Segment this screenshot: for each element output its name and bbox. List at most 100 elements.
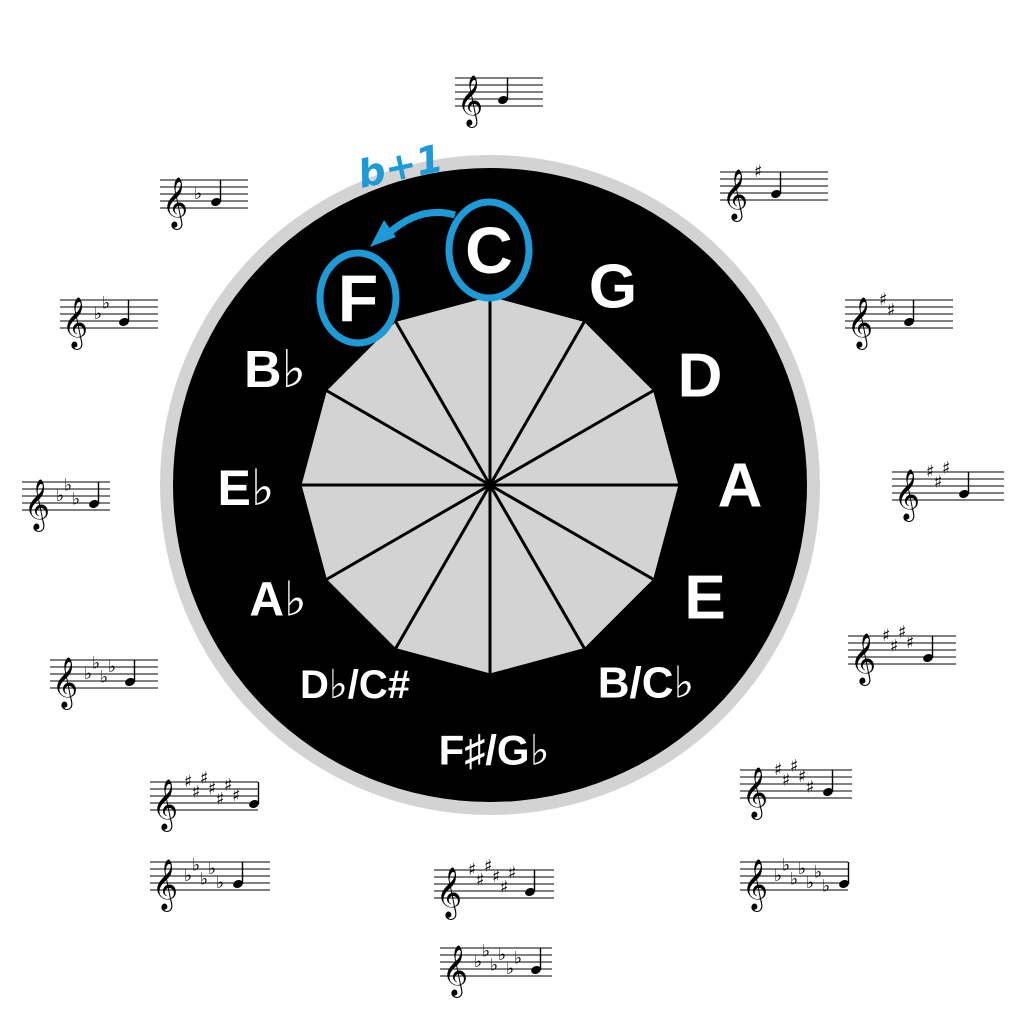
sharp-icon: ♯ — [887, 301, 895, 321]
flat-icon: ♭ — [192, 856, 200, 876]
c-highlight-circle — [445, 198, 533, 302]
f-highlight-circle — [316, 249, 400, 347]
note-head-icon — [771, 190, 781, 198]
sharp-icon: ♯ — [192, 783, 200, 803]
treble-clef-icon: 𝄞 — [152, 859, 178, 912]
key-signature-staves: 𝄞𝄞♯𝄞♯♯𝄞♯♯♯𝄞♯♯♯♯𝄞♯♯♯♯♯𝄞♯♯♯♯♯♯𝄞♭♭♭♭♭𝄞♭♭♭♭𝄞… — [22, 75, 1004, 998]
sharp-icon: ♯ — [882, 626, 890, 646]
staff-b: 𝄞♯♯♯♯♯ — [740, 757, 852, 820]
sharp-icon: ♯ — [774, 760, 782, 780]
note-head-icon — [959, 490, 969, 498]
sharp-icon: ♯ — [898, 623, 906, 643]
sharp-icon: ♯ — [879, 290, 887, 310]
treble-clef-icon: 𝄞 — [894, 469, 920, 522]
key-label-fs: F♯/G♭ — [439, 727, 550, 774]
key-label-d: D — [678, 342, 723, 411]
flat-icon: ♭ — [64, 476, 72, 496]
sharp-icon: ♯ — [200, 769, 208, 789]
treble-clef-icon: 𝄞 — [62, 297, 88, 350]
sharp-icon: ♯ — [492, 867, 500, 887]
note-head-icon — [89, 500, 99, 508]
flat-icon: ♭ — [490, 956, 498, 976]
spoke-g — [488, 319, 587, 486]
treble-clef-icon: 𝄞 — [152, 779, 178, 832]
staff-a: 𝄞♯♯♯ — [892, 459, 1004, 522]
treble-clef-icon: 𝄞 — [742, 767, 768, 820]
annotation-group: b+1 — [316, 136, 533, 347]
spoke-b — [488, 484, 587, 651]
sharp-icon: ♯ — [184, 772, 192, 792]
spoke-e — [489, 483, 656, 582]
sharp-icon: ♯ — [890, 637, 898, 657]
sharp-icon: ♯ — [934, 473, 942, 493]
flat-icon: ♭ — [216, 873, 224, 893]
staff-b-alt: 𝄞♭♭♭♭♭♭♭ — [740, 856, 850, 912]
staff-ab: 𝄞♭♭♭♭ — [50, 654, 158, 710]
staff-bb: 𝄞♭♭ — [60, 294, 158, 350]
treble-clef-icon: 𝄞 — [457, 75, 483, 128]
sharp-icon: ♯ — [906, 633, 914, 653]
sharp-icon: ♯ — [942, 459, 950, 479]
note-head-icon — [125, 678, 135, 686]
note-head-icon — [839, 880, 849, 888]
key-label-b: B/C♭ — [598, 659, 695, 708]
flat-icon: ♭ — [482, 942, 490, 962]
note-head-icon — [904, 318, 914, 326]
flat-icon: ♭ — [822, 877, 830, 897]
note-head-icon — [211, 198, 221, 206]
dodecagon — [298, 293, 682, 677]
sharp-icon: ♯ — [508, 864, 516, 884]
flat-icon: ♭ — [100, 668, 108, 688]
treble-clef-icon: 𝄞 — [742, 859, 768, 912]
staff-fs: 𝄞♯♯♯♯♯♯ — [434, 857, 554, 920]
treble-clef-icon: 𝄞 — [162, 177, 188, 230]
treble-clef-icon: 𝄞 — [722, 169, 748, 222]
note-head-icon — [923, 654, 933, 662]
flat-icon: ♭ — [56, 486, 64, 506]
staff-g: 𝄞♯ — [720, 162, 828, 222]
sharp-icon: ♯ — [476, 871, 484, 891]
sharp-icon: ♯ — [216, 790, 224, 810]
spoke-db — [393, 484, 492, 651]
treble-clef-icon: 𝄞 — [850, 633, 876, 686]
note-head-icon — [823, 788, 833, 796]
flat-icon: ♭ — [84, 664, 92, 684]
treble-clef-icon: 𝄞 — [436, 867, 462, 920]
flat-icon: ♭ — [814, 863, 822, 883]
arrowhead-icon — [370, 220, 396, 247]
sharp-icon: ♯ — [208, 779, 216, 799]
flat-icon: ♭ — [774, 866, 782, 886]
flat-icon: ♭ — [92, 654, 100, 674]
c-to-f-arrow — [385, 208, 456, 237]
staff-c: 𝄞 — [455, 75, 543, 128]
note-head-icon — [249, 800, 259, 808]
staff-db: 𝄞♭♭♭♭♭ — [150, 856, 270, 912]
sharp-icon: ♯ — [224, 776, 232, 796]
flat-icon: ♭ — [506, 959, 514, 979]
treble-clef-icon: 𝄞 — [24, 479, 50, 532]
sharp-icon: ♯ — [926, 462, 934, 482]
flat-icon: ♭ — [806, 873, 814, 893]
note-head-icon — [498, 96, 508, 104]
sharp-icon: ♯ — [232, 786, 240, 806]
flat-icon: ♭ — [208, 859, 216, 879]
sharp-icon: ♯ — [806, 778, 814, 798]
spoke-d — [489, 388, 656, 487]
staff-e: 𝄞♯♯♯♯ — [848, 623, 956, 686]
spoke-ab — [324, 483, 491, 582]
flat-icon: ♭ — [194, 184, 202, 204]
key-label-c: C — [465, 213, 513, 287]
sharp-icon: ♯ — [798, 767, 806, 787]
staff-eb: 𝄞♭♭♭ — [22, 476, 110, 532]
key-label-a: A — [718, 452, 763, 521]
note-head-icon — [119, 318, 129, 326]
staff-f: 𝄞♭ — [160, 177, 248, 230]
flat-icon: ♭ — [474, 952, 482, 972]
flat-icon: ♭ — [514, 949, 522, 969]
flat-icon: ♭ — [72, 490, 80, 510]
key-label-ab: A♭ — [249, 574, 306, 627]
note-head-icon — [525, 888, 535, 896]
flat-icon: ♭ — [498, 945, 506, 965]
